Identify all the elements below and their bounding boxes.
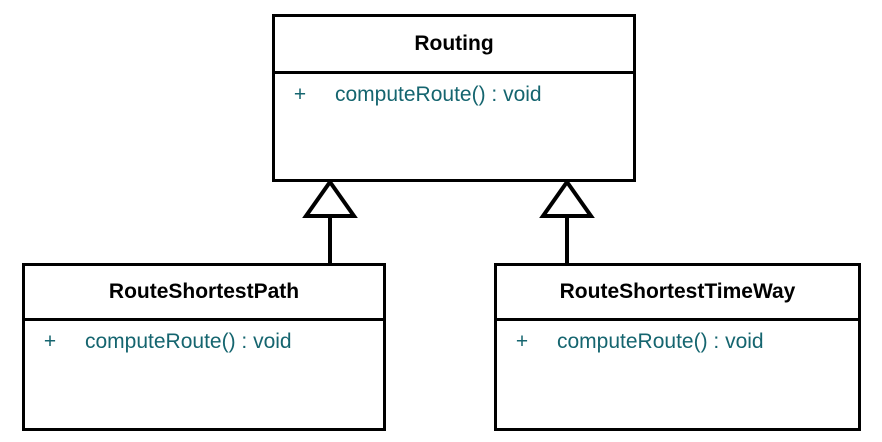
class-members-route-shortest-path: + computeRoute() : void	[25, 321, 383, 428]
class-member-row: + computeRoute() : void	[275, 83, 633, 107]
class-box-route-shortest-time-way[interactable]: RouteShortestTimeWay + computeRoute() : …	[494, 263, 861, 431]
class-title-row-route-shortest-path: RouteShortestPath	[25, 266, 383, 321]
member-signature: computeRoute() : void	[85, 330, 292, 353]
member-visibility-icon: +	[515, 330, 529, 353]
class-members-routing: + computeRoute() : void	[275, 74, 633, 179]
class-name-routing: Routing	[414, 32, 494, 55]
generalization-right-arrowhead	[539, 178, 595, 218]
generalization-right	[539, 178, 595, 264]
class-name-route-shortest-path: RouteShortestPath	[108, 280, 300, 303]
class-box-routing[interactable]: Routing + computeRoute() : void	[272, 14, 636, 182]
member-signature: computeRoute() : void	[557, 330, 764, 353]
generalization-left	[302, 178, 358, 264]
member-signature: computeRoute() : void	[335, 83, 542, 106]
class-name-route-shortest-time-way: RouteShortestTimeWay	[559, 280, 796, 303]
generalization-left-arrowhead	[302, 178, 358, 218]
class-title-row-routing: Routing	[275, 17, 633, 74]
class-member-row: + computeRoute() : void	[497, 330, 858, 354]
class-member-row: + computeRoute() : void	[25, 330, 383, 354]
class-box-route-shortest-path[interactable]: RouteShortestPath + computeRoute() : voi…	[22, 263, 386, 431]
member-visibility-icon: +	[43, 330, 57, 353]
class-members-route-shortest-time-way: + computeRoute() : void	[497, 321, 858, 428]
member-visibility-icon: +	[293, 83, 307, 106]
class-title-row-route-shortest-time-way: RouteShortestTimeWay	[497, 266, 858, 321]
